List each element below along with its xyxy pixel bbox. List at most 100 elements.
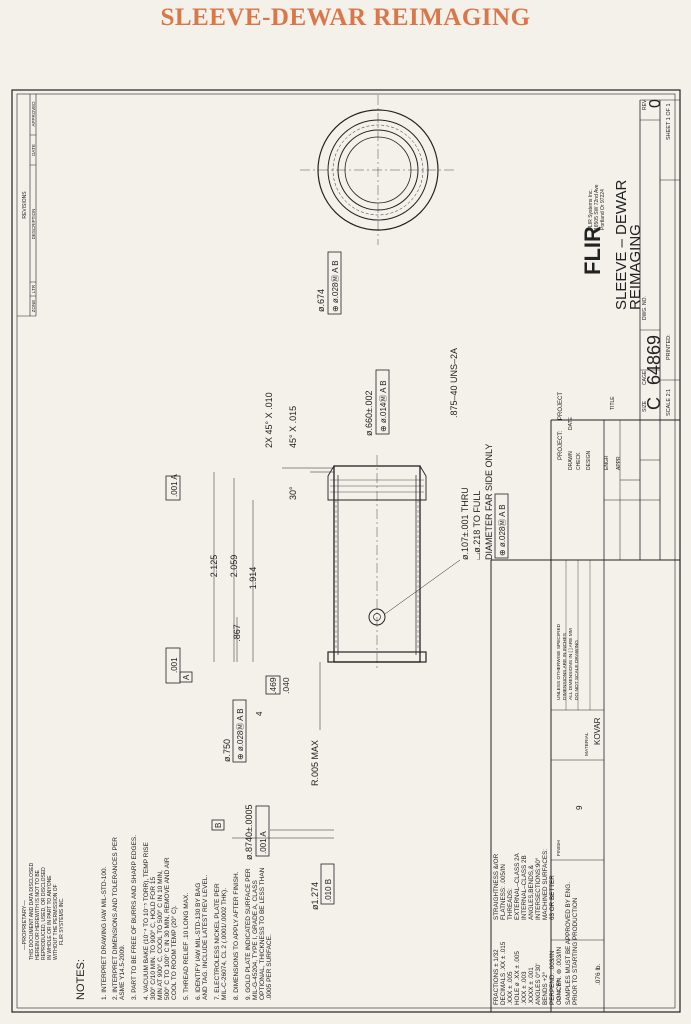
unless-line: DO NOT SCALE DRAWING bbox=[574, 640, 580, 700]
note-line: COOL TO ROOM TEMP (20° C). bbox=[170, 905, 178, 1000]
scale-label: SCALE 2:1 bbox=[666, 389, 672, 416]
tol-line: .XXX ± .005 bbox=[507, 971, 514, 1005]
date-label: DATE bbox=[568, 416, 574, 430]
note-line: MIN AT 900° C, COOL TO 500° C IN 10 MIN, bbox=[156, 870, 164, 1000]
length-dimensions: 2.125 2.059 1.914 .867 bbox=[209, 472, 258, 662]
hole-line-2: ⌴ø.218 TO FULL bbox=[472, 491, 482, 560]
rev-header-zone: ZONE bbox=[31, 300, 36, 313]
company-block: FLIR FLIR Systems Inc. 16505 SW 72nd Ave… bbox=[580, 99, 680, 416]
tol-line: INTERNAL–CLASS 2B bbox=[521, 855, 528, 920]
tol-line: MACHINED SURFACES: bbox=[542, 849, 549, 920]
samples-line: SAMPLES MUST BE APPROVED BY ENG. bbox=[565, 882, 572, 1005]
flat-value: .001 bbox=[170, 657, 179, 673]
tol-line: ANGLES 0°30' bbox=[534, 963, 542, 1005]
datum-a: A bbox=[182, 674, 191, 680]
pos-028b: ⊕ ø.028Ⓜ A B bbox=[331, 260, 340, 312]
chamfer-2: 45° X .015 bbox=[288, 406, 298, 448]
sheet-label: SHEET 1 OF 1 bbox=[666, 103, 672, 140]
note-line: 9. GOLD PLATE INDICATED SURFACE PER bbox=[245, 868, 252, 1000]
rev-header-description: DESCRIPTION bbox=[31, 209, 36, 240]
material-value: KOVAR bbox=[593, 717, 602, 745]
side-view bbox=[327, 455, 427, 670]
tol-line: .XXX ± .003 bbox=[521, 971, 528, 1005]
note-line: 5. THREAD RELIEF .10 LONG MAX. bbox=[183, 893, 190, 1000]
pos-014: ⊕ ø.014Ⓜ A B bbox=[379, 380, 388, 432]
notes-block: NOTES: 1. INTERPRET DRAWING IAW MIL-STD-… bbox=[75, 835, 273, 1000]
samples-line: PRIOR TO STARTING PRODUCTION bbox=[572, 897, 579, 1005]
rev-header-approved: APPROVED bbox=[31, 101, 36, 127]
note-line: OPTIONAL, THICKNESS TO BE LESS THAN bbox=[259, 867, 266, 1000]
rev-label: REV bbox=[642, 99, 648, 110]
unless-line: DIMENSIONS ARE IN INCHES bbox=[562, 633, 568, 700]
cage-label: CAGE bbox=[642, 370, 648, 385]
tol-line: HOLE ø .XX ± .005 bbox=[514, 951, 521, 1005]
gdt-right: 2X 45° X .010 45° X .015 ø.660±.002 ⊕ ø.… bbox=[264, 251, 459, 500]
note-4-flag: 4 bbox=[255, 711, 264, 716]
revisions-title: REVISIONS bbox=[22, 191, 28, 219]
dim-040: .040 bbox=[281, 677, 291, 694]
tol-line: DECIMALS .XX ± .015 bbox=[500, 941, 507, 1005]
proprietary-line: WITHOUT THE PERMISSION OF bbox=[53, 884, 59, 960]
datum-a-box bbox=[179, 671, 193, 683]
tol-line: BENDS +2° bbox=[541, 971, 549, 1005]
note-line: 300° C/10 MIN. TO 900° C, HOLD FOR 15 bbox=[149, 877, 157, 1000]
dia-660: ø.660±.002 bbox=[364, 391, 374, 436]
par-value: .001 A bbox=[170, 474, 179, 497]
proprietary-line: THIS DOCUMENT AND DATA DISCLOSED bbox=[29, 862, 35, 960]
note-line: 6. IDENTIFY IAW MIL-STD-130 BY BAG bbox=[195, 883, 202, 1000]
notes-heading: NOTES: bbox=[75, 959, 87, 1000]
tol-line: ANGLES,BENDS,& bbox=[528, 864, 535, 920]
dim-469: .469 bbox=[268, 677, 278, 694]
note-line: 4. VACUUM BAKE (10⁻⁴ TO 10⁻⁵ TORR), TEMP… bbox=[143, 842, 150, 1000]
note-line: 8. DIMENSIONS TO APPLY AFTER FINISH. bbox=[233, 871, 240, 1000]
sign-appr: APPR bbox=[616, 456, 622, 470]
size-value: C bbox=[644, 397, 664, 410]
sign-engr: ENGR bbox=[604, 455, 610, 470]
fcf-flatness bbox=[165, 647, 181, 684]
unless-line: UNLESS OTHERWISE SPECIFIED bbox=[556, 623, 562, 700]
proprietary-line: IN WHOLE OR IN PART TO ANYONE bbox=[47, 875, 53, 960]
tol-line: STRAIGHTNESS &/OR bbox=[493, 853, 500, 920]
part-title-line-2: REIMAGING bbox=[627, 224, 644, 310]
project-block: PROJECT: PROJECT DRAWN DATE CHECK DESIGN… bbox=[558, 392, 622, 470]
hole-callout: ø.107±.001 THRU ⌴ø.218 TO FULL DIAMETER … bbox=[384, 444, 509, 615]
fcf-parallelism bbox=[165, 475, 181, 501]
hole-line-1: ø.107±.001 THRU bbox=[460, 487, 470, 560]
printed-label: PRINTED: bbox=[666, 334, 672, 360]
note-line: 500° C TO 100° C IN 30 MIN, REMOVE AND A… bbox=[163, 857, 171, 1000]
dia-8740: ø.8740±.0005 bbox=[244, 805, 254, 860]
gdt-lower: ø.750 ⊕ ø.028Ⓜ A B 4 ø.8740±.0005 .001 A… bbox=[211, 662, 335, 910]
dim-469-box bbox=[265, 675, 281, 695]
end-view bbox=[300, 95, 456, 245]
tol-line: 63 OR BETTER bbox=[549, 875, 556, 920]
note-line: 7. ELECTROLESS NICKEL PLATE PER bbox=[214, 883, 221, 1000]
note-line: MIL-G-45204, TYPE I, GRADE A, CLASS bbox=[252, 880, 259, 1000]
project-value: PROJECT bbox=[558, 392, 564, 420]
tol-line: THREADS: bbox=[507, 888, 514, 920]
rev-header-date: DATE bbox=[31, 144, 36, 156]
tol-line: PERPEND. .003/IN bbox=[549, 950, 556, 1005]
dim-1914: 1.914 bbox=[248, 567, 258, 590]
calc-wt-value: .076 lb. bbox=[595, 963, 602, 985]
note-line: MIL-C-26074, CL 2 (.0001/.0002 THK). bbox=[221, 888, 228, 1000]
tolerance-block: FRACTIONS ± 1/32 DECIMALS .XX ± .015 .XX… bbox=[493, 849, 579, 1005]
company-addr1: 16505 SW 72nd Ave bbox=[594, 184, 600, 230]
dwg-label: DWG. NO. bbox=[642, 296, 648, 320]
note-line: ASME Y14.5-2009. bbox=[119, 944, 126, 1000]
proprietary-line: FLIR SYSTEMS INC. bbox=[59, 897, 65, 945]
tol-line: FLATNESS: .005/IN bbox=[500, 864, 507, 920]
datum-b: B bbox=[214, 823, 223, 828]
radius-label: R.005 MAX bbox=[310, 740, 320, 786]
part-title-line-1: SLEEVE – DEWAR bbox=[613, 180, 630, 310]
cage-value: 64869 bbox=[644, 335, 664, 385]
perp-a: .001 A bbox=[259, 831, 268, 854]
runout-b: .010 B bbox=[324, 879, 333, 902]
calc-wt-label: CALC. WT. bbox=[556, 978, 562, 1002]
chamfer-1: 2X 45° X .010 bbox=[264, 392, 274, 448]
pos-hole: ⊕ ø.028Ⓜ A B bbox=[498, 504, 507, 556]
tol-line: INTERSECTIONS:90° bbox=[534, 857, 542, 920]
proprietary-heading: —PROPRIETARY— bbox=[22, 900, 28, 950]
title-block bbox=[490, 99, 680, 1012]
note-line: 3. PART TO BE FREE OF BURRS AND SHARP ED… bbox=[131, 835, 138, 1000]
dim-867: .867 bbox=[232, 624, 242, 642]
